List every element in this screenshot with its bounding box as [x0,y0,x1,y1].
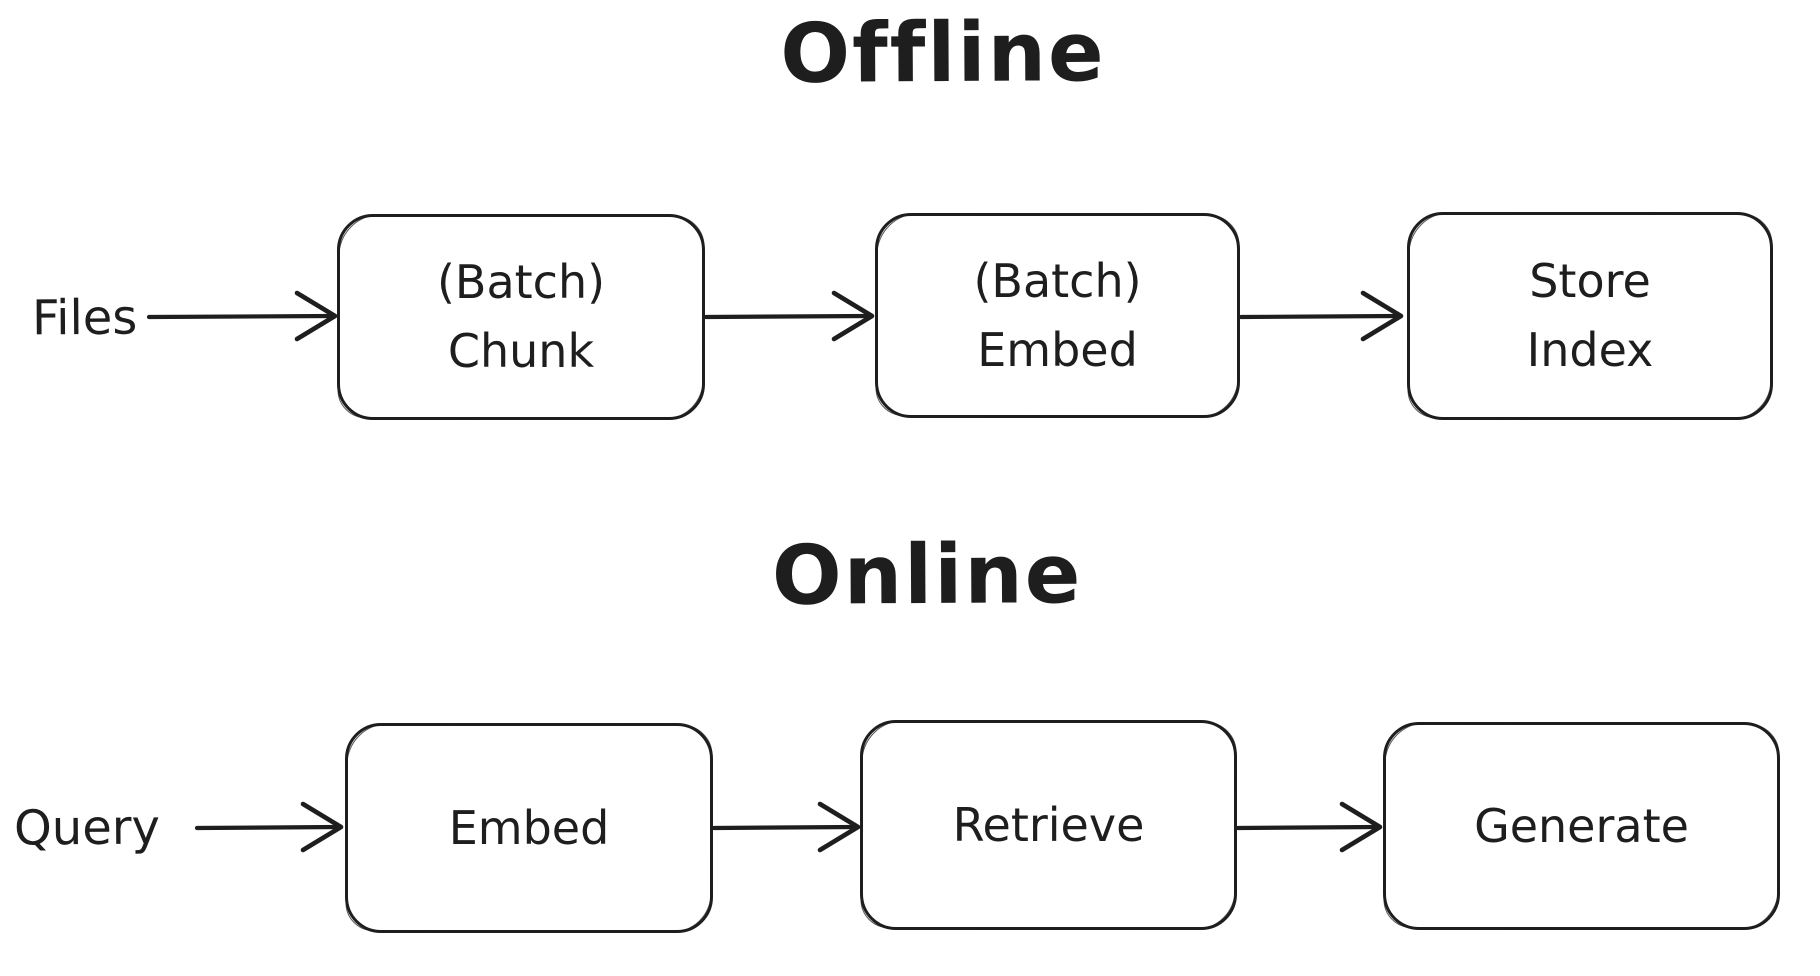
node-batch-chunk: (Batch) Chunk [337,214,705,420]
node-store-index-label-line1: Store [1529,254,1651,308]
node-embed-label: Embed [448,800,610,855]
node-batch-chunk-label-line2: Chunk [447,324,595,378]
node-embed: Embed [345,723,713,933]
node-batch-chunk-label-line1: (Batch) [436,255,606,309]
node-batch-embed-label-line2: Embed [977,322,1138,377]
node-batch-embed: (Batch) Embed [875,213,1240,418]
arrow-query-to-embed [194,801,344,853]
node-generate-label: Generate [1474,798,1689,853]
node-store-index-label-line2: Index [1526,323,1654,377]
arrow-embed-to-retrieve [711,801,861,853]
node-generate: Generate [1383,722,1780,930]
node-retrieve: Retrieve [860,720,1237,930]
files-source-label: Files [31,289,138,347]
arrow-batch-embed-to-store-index [1238,290,1404,342]
online-section-title: Online [771,527,1083,624]
query-source-label: Query [13,799,161,857]
node-batch-embed-label-line1: (Batch) [973,253,1142,308]
arrow-files-to-batch-chunk [146,290,338,342]
arrow-retrieve-to-generate [1235,801,1383,853]
node-store-index: Store Index [1407,212,1773,420]
arrow-batch-chunk-to-batch-embed [703,290,875,342]
node-retrieve-label: Retrieve [952,797,1145,852]
offline-section-title: Offline [780,5,1106,102]
